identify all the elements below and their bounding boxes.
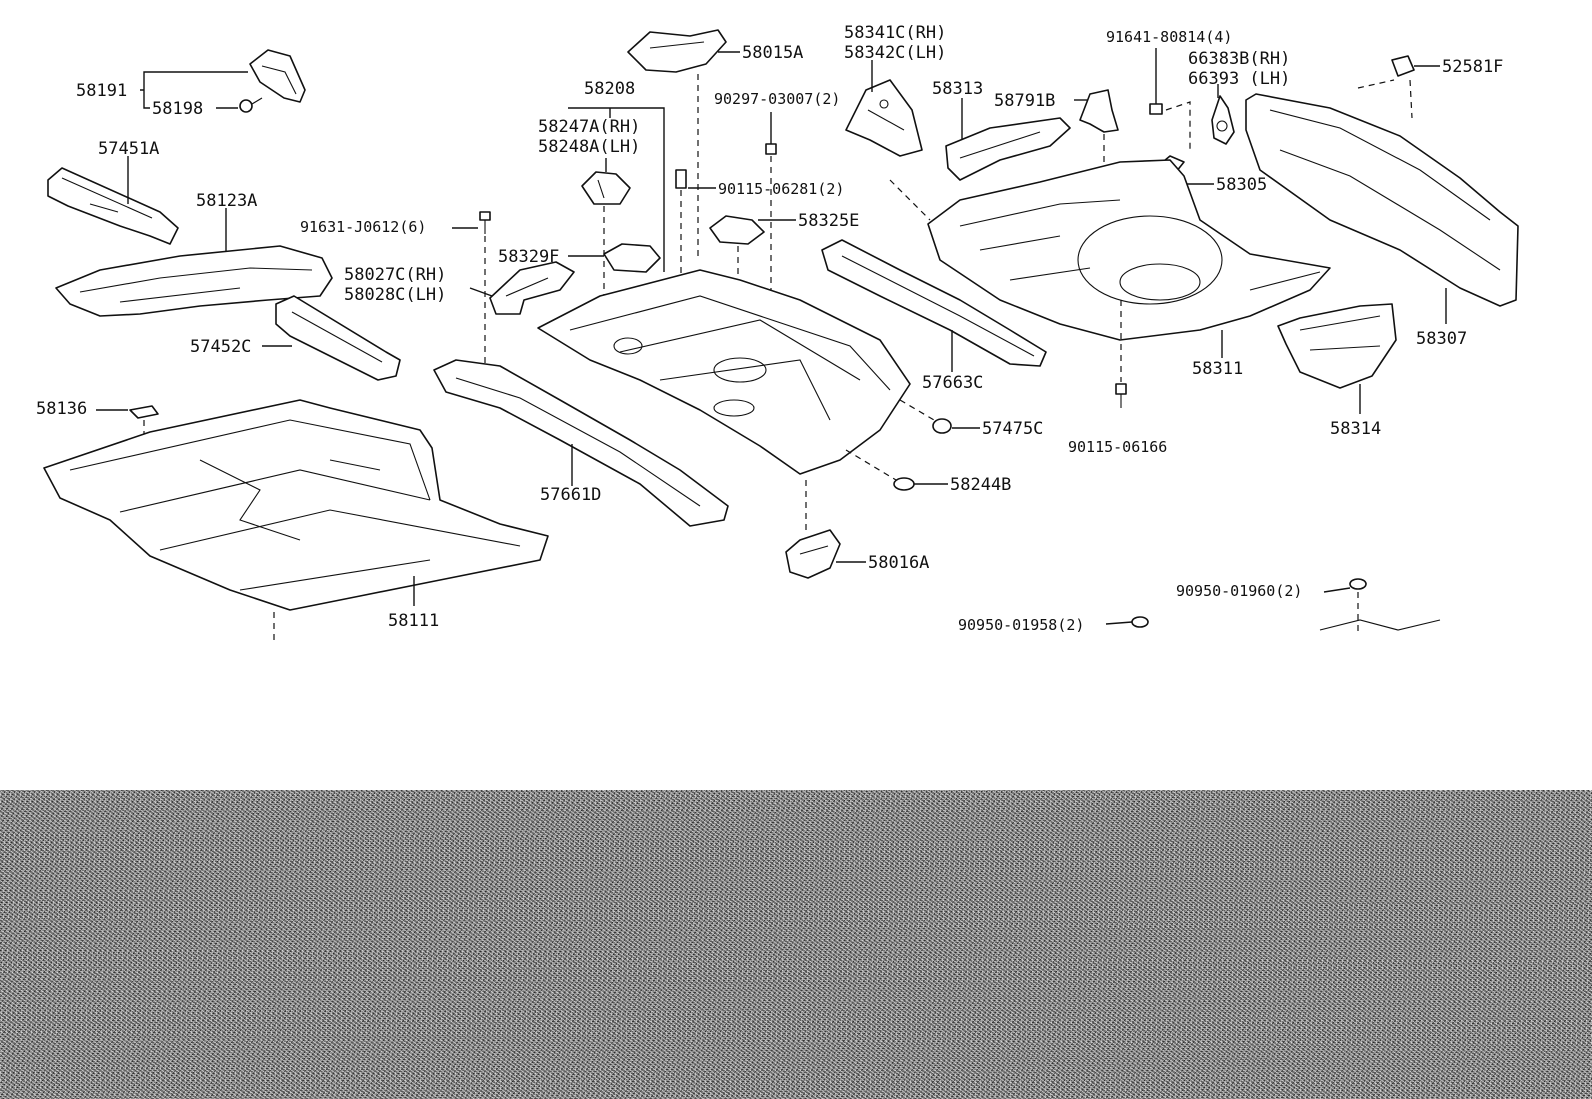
leader-58027C: [469, 287, 493, 297]
label-90950-01958: 90950-01958(2): [958, 616, 1084, 634]
part-91641-bolt[interactable]: [1149, 103, 1163, 115]
part-58313-shape[interactable]: [945, 117, 1071, 181]
part-57452C-shape[interactable]: [275, 295, 401, 381]
guide-58244B: [845, 449, 897, 481]
label-58311: 58311: [1192, 359, 1243, 379]
part-90115-06166-bolt[interactable]: [1115, 383, 1127, 408]
guide-58311a: [889, 179, 931, 221]
label-58015A: 58015A: [742, 43, 803, 63]
label-66393: 66393 (LH): [1188, 69, 1290, 89]
label-58244B: 58244B: [950, 475, 1011, 495]
part-edge-lower-right: [1319, 619, 1441, 631]
label-57663C: 57663C: [922, 373, 983, 393]
label-58313: 58313: [932, 79, 983, 99]
scan-noise-band: [0, 790, 1592, 1099]
exploded-view-drawing: 58191 58198 57451A 58123A 91631-J0612(6)…: [36, 23, 1519, 640]
guide-57475C: [899, 399, 935, 421]
part-58136-clip[interactable]: [129, 405, 159, 419]
part-58208-shape[interactable]: [537, 269, 911, 475]
label-58342C: 58342C(LH): [844, 43, 946, 63]
part-58016A-shape[interactable]: [785, 529, 841, 579]
label-57452C: 57452C: [190, 337, 251, 357]
part-91631-bolt[interactable]: [479, 211, 491, 234]
part-58314-shape[interactable]: [1277, 303, 1397, 389]
part-57451A-shape[interactable]: [47, 167, 179, 245]
label-58341C: 58341C(RH): [844, 23, 946, 43]
label-58136: 58136: [36, 399, 87, 419]
part-52581F-shape[interactable]: [1391, 55, 1415, 77]
label-91631: 91631-J0612(6): [300, 218, 426, 236]
part-90950-01958-plug[interactable]: [1131, 616, 1149, 628]
label-58791B: 58791B: [994, 91, 1055, 111]
label-57451A: 57451A: [98, 139, 159, 159]
part-57663C-shape[interactable]: [821, 239, 1047, 367]
guide-91641: [1165, 101, 1191, 150]
leader-90950-01960: [1323, 587, 1351, 593]
part-58311-shape[interactable]: [927, 159, 1331, 341]
label-58123A: 58123A: [196, 191, 257, 211]
part-58123A-shape[interactable]: [55, 245, 333, 317]
label-90950-01960: 90950-01960(2): [1176, 582, 1302, 600]
part-58027C-shape[interactable]: [489, 261, 575, 315]
part-58307-shape[interactable]: [1245, 93, 1519, 307]
label-58248A: 58248A(LH): [538, 137, 640, 157]
label-90297: 90297-03007(2): [714, 90, 840, 108]
part-58341C-shape[interactable]: [845, 79, 923, 157]
label-58325E: 58325E: [798, 211, 859, 231]
part-58191-shape[interactable]: [249, 49, 306, 103]
label-58247A: 58247A(RH): [538, 117, 640, 137]
label-52581F: 52581F: [1442, 57, 1503, 77]
part-58247A-shape[interactable]: [581, 171, 631, 205]
part-58198-bolt[interactable]: [239, 97, 263, 113]
label-91641: 91641-80814(4): [1106, 28, 1232, 46]
label-58027C: 58027C(RH): [344, 265, 446, 285]
label-58028C: 58028C(LH): [344, 285, 446, 305]
part-58111-shape[interactable]: [43, 399, 549, 611]
part-58791B-shape[interactable]: [1079, 89, 1119, 133]
guide-52581F: [1357, 79, 1413, 119]
parts-diagram: 58191 58198 57451A 58123A 91631-J0612(6)…: [36, 23, 1519, 640]
label-66383B: 66383B(RH): [1188, 49, 1290, 69]
part-58015A-shape[interactable]: [627, 29, 727, 73]
label-58208: 58208: [584, 79, 635, 99]
label-58016A: 58016A: [868, 553, 929, 573]
label-58191: 58191: [76, 81, 127, 101]
label-57475C: 57475C: [982, 419, 1043, 439]
part-66383B-shape[interactable]: [1211, 95, 1235, 145]
label-58307: 58307: [1416, 329, 1467, 349]
leader-58208: [568, 107, 665, 272]
label-90115-06166: 90115-06166: [1068, 438, 1167, 456]
label-58198: 58198: [152, 99, 203, 119]
label-57661D: 57661D: [540, 485, 601, 505]
label-58111: 58111: [388, 611, 439, 631]
label-58329F: 58329F: [498, 247, 559, 267]
leader-90950-01958: [1105, 621, 1133, 625]
part-58244B-plug[interactable]: [893, 477, 915, 491]
part-90115-06281-bolt[interactable]: [675, 169, 687, 189]
leader-58191: [140, 71, 248, 109]
part-57661D-shape[interactable]: [433, 359, 729, 527]
label-58305: 58305: [1216, 175, 1267, 195]
part-90297-bolt[interactable]: [765, 143, 777, 155]
part-58325E-shape[interactable]: [709, 215, 765, 245]
part-90950-01960-plug[interactable]: [1349, 578, 1367, 590]
label-58314: 58314: [1330, 419, 1381, 439]
part-57475C-plug[interactable]: [932, 418, 952, 434]
label-90115-06281: 90115-06281(2): [718, 180, 844, 198]
part-58329F-shape[interactable]: [603, 243, 661, 273]
